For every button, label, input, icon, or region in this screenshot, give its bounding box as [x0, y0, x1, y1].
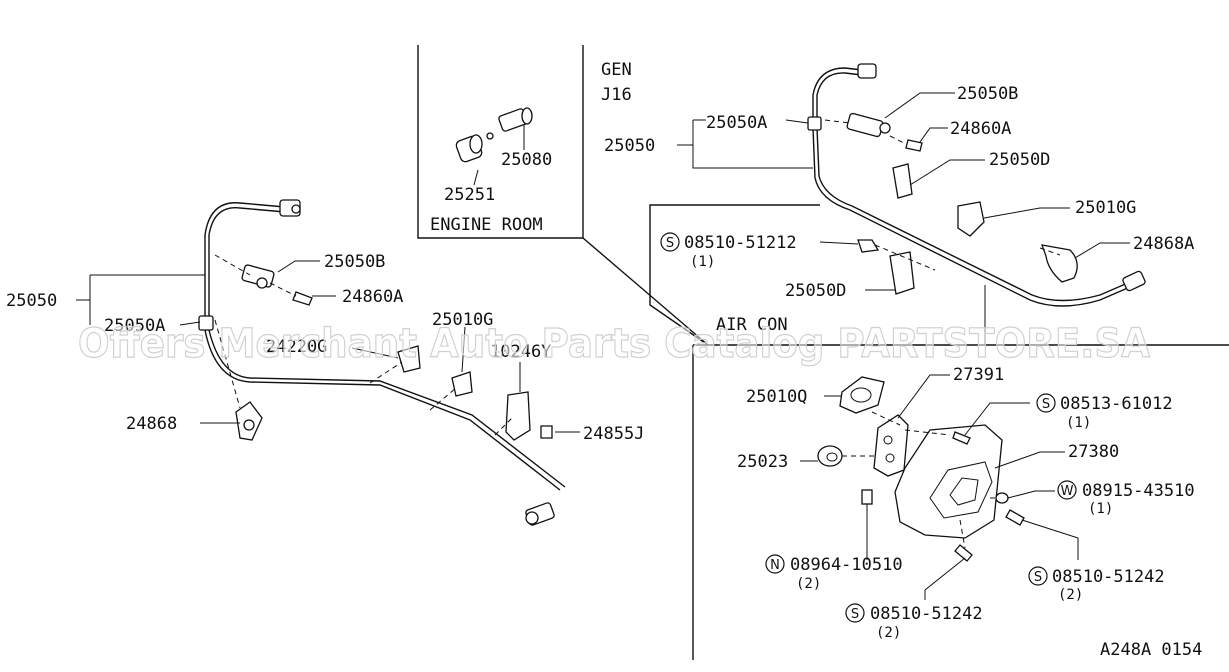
bolt-08510-51242-bottom-code: 08510-51242 [870, 604, 983, 624]
s-symbol-letter: S [1042, 397, 1050, 412]
part-25010q: 25010Q [746, 387, 807, 407]
part-24868a: 24868A [1133, 234, 1194, 254]
washer-08915-43510-code: 08915-43510 [1082, 481, 1195, 501]
left-harness [76, 199, 580, 526]
bolt-08510-51242-right-qty: (2) [1058, 587, 1083, 603]
part-25023: 25023 [737, 452, 788, 472]
part-25010g-left: 25010G [432, 310, 493, 330]
part-24860a-right: 24860A [950, 119, 1011, 139]
part-25251: 25251 [444, 185, 495, 205]
watermark: Offers Merchant Auto Parts Catalog PARTS… [78, 321, 1150, 367]
w-symbol-icon [1057, 480, 1077, 500]
part-10246y: 10246Y [490, 342, 551, 362]
section-borders [417, 45, 1229, 660]
part-25050d-bottom: 25050D [785, 281, 846, 301]
bolt-08510-51242-right-code: 08510-51242 [1052, 567, 1165, 587]
nut-08964-10510-code: 08964-10510 [790, 555, 903, 575]
n-symbol-letter: N [770, 558, 780, 573]
bolt-08510-51212-qty: (1) [690, 254, 715, 270]
diagram-code: A248A 0154 [1100, 640, 1202, 660]
part-27380: 27380 [1068, 442, 1119, 462]
part-25010g-right: 25010G [1075, 198, 1136, 218]
s-symbol-letter: S [851, 607, 859, 622]
section-air-con-label: AIR CON [716, 315, 788, 335]
part-25050d-top: 25050D [989, 150, 1050, 170]
washer-08915-43510-qty: (1) [1088, 501, 1113, 517]
s-symbol-letter: S [1034, 570, 1042, 585]
right-top-harness [677, 63, 1146, 345]
part-25050b-right: 25050B [957, 84, 1018, 104]
part-24860a-left: 24860A [342, 287, 403, 307]
bolt-08510-51212-code: 08510-51212 [684, 233, 797, 253]
bolt-08513-61012-qty: (1) [1066, 415, 1091, 431]
s-symbol-letter: S [666, 236, 674, 251]
s-symbol-icon [1028, 566, 1048, 586]
part-25050-left: 25050 [6, 291, 57, 311]
engine-room-parts [455, 107, 533, 186]
n-symbol-icon [765, 554, 785, 574]
section-engine-room-label: ENGINE ROOM [430, 215, 543, 235]
part-25050a-right: 25050A [706, 113, 767, 133]
s-symbol-icon [845, 603, 865, 623]
nut-08964-10510-qty: (2) [796, 576, 821, 592]
part-24855j: 24855J [583, 424, 644, 444]
s-symbol-icon [660, 232, 680, 252]
air-con-parts [800, 374, 1079, 600]
bolt-08510-51242-bottom-qty: (2) [876, 625, 901, 641]
bolt-08513-61012-code: 08513-61012 [1060, 394, 1173, 414]
part-25080: 25080 [501, 150, 552, 170]
part-27391: 27391 [953, 365, 1004, 385]
part-25050a-left: 25050A [104, 316, 165, 336]
part-25050b-left: 25050B [324, 252, 385, 272]
part-24220g: 24220G [266, 337, 327, 357]
section-gen-label: GEN [601, 60, 632, 80]
part-24868: 24868 [126, 414, 177, 434]
s-symbol-icon [1036, 393, 1056, 413]
w-symbol-letter: W [1061, 484, 1074, 499]
section-j16-label: J16 [601, 85, 632, 105]
part-25050-right: 25050 [604, 136, 655, 156]
